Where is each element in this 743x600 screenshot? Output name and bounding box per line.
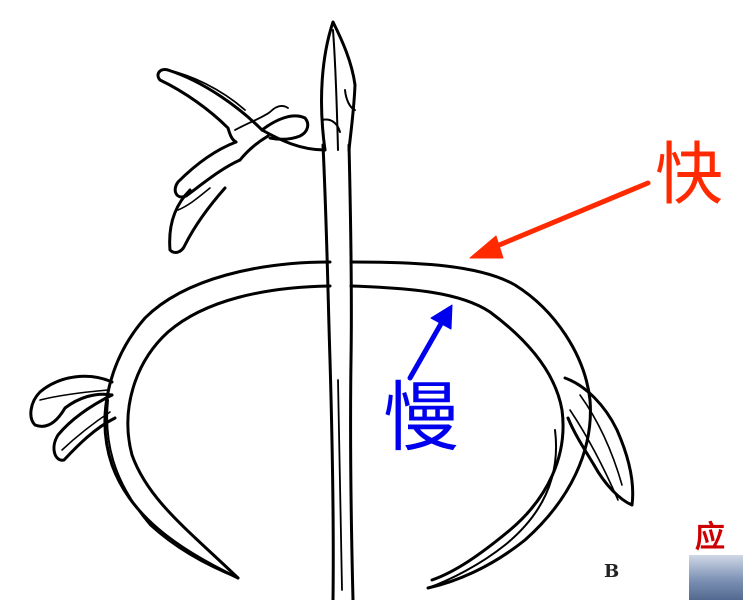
fast-arrow	[470, 183, 648, 258]
panel-letter: B	[604, 563, 619, 581]
corner-tab	[689, 555, 743, 600]
left-side-leaf	[31, 376, 115, 460]
upper-left-leaf	[158, 70, 325, 253]
terminal-bud	[322, 22, 355, 150]
slow-arrow	[410, 305, 452, 378]
right-side-leaf	[565, 378, 633, 505]
corner-partial-text: 应	[695, 523, 725, 553]
left-arch	[105, 262, 330, 578]
main-stem	[323, 145, 353, 600]
fast-growth-label: 快	[655, 142, 723, 210]
slow-growth-label: 慢	[383, 380, 459, 456]
corner-fragment: 应	[689, 515, 743, 600]
